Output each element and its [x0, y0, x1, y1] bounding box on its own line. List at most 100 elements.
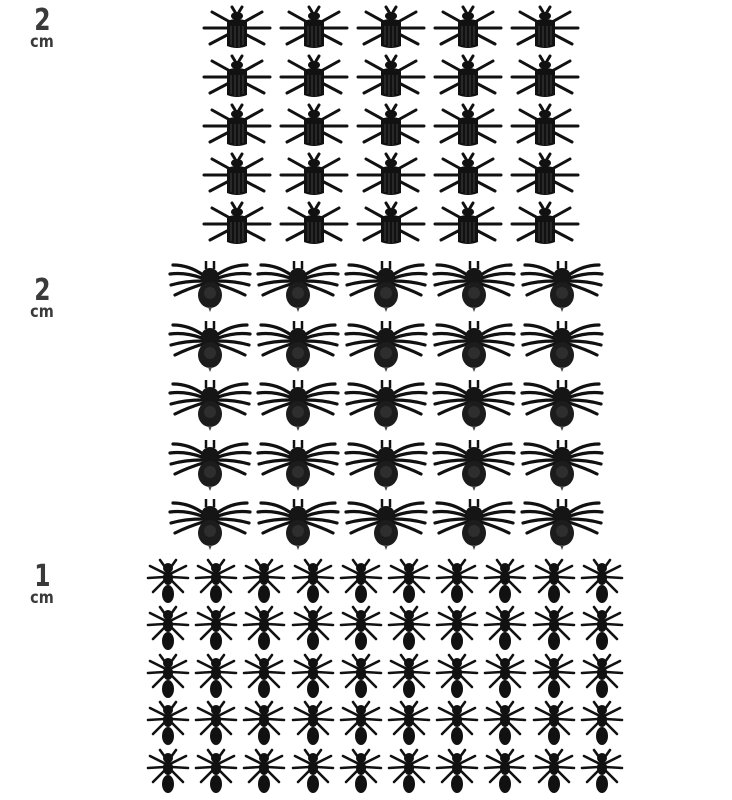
ant-icon: [192, 653, 240, 701]
ant-icon: [289, 700, 337, 749]
fly-icon: [506, 4, 583, 53]
spider-icon: [430, 494, 518, 554]
spider-icon: [166, 435, 254, 495]
spider-icon: [518, 435, 606, 495]
spider-icon: [518, 494, 606, 554]
ant-icon: [578, 653, 626, 701]
fly-icon: [352, 151, 429, 200]
spider-icon: [254, 256, 342, 316]
spider-icon: [430, 256, 518, 316]
size-unit: cm: [30, 302, 54, 322]
ant-icon: [433, 558, 481, 606]
fly-icon: [352, 102, 429, 151]
spider-icon: [254, 316, 342, 376]
fly-icon: [429, 4, 506, 53]
spider-icon: [430, 316, 518, 376]
spider-icon: [166, 256, 254, 316]
ant-icon: [240, 605, 288, 654]
ant-icon: [385, 748, 433, 796]
fly-icon: [429, 200, 506, 249]
size-number: 1: [34, 559, 50, 594]
spider-icon: [166, 494, 254, 554]
spider-icon: [518, 375, 606, 435]
fly-icon: [275, 151, 352, 200]
fly-icon: [506, 200, 583, 249]
ant-icon: [385, 558, 433, 606]
ant-icon: [192, 700, 240, 749]
ant-icon: [481, 700, 529, 749]
ant-icon: [578, 700, 626, 749]
ant-icon: [144, 605, 192, 654]
spider-icon: [342, 256, 430, 316]
ant-icon: [578, 605, 626, 654]
size-number: 2: [34, 273, 50, 308]
ant-icon: [337, 605, 385, 654]
spider-icon: [430, 375, 518, 435]
ant-icon: [433, 700, 481, 749]
ant-icon: [481, 558, 529, 606]
ant-icon: [385, 653, 433, 701]
fly-icon: [506, 151, 583, 200]
spider-icon: [342, 316, 430, 376]
spider-icon: [518, 316, 606, 376]
fly-icon: [429, 53, 506, 102]
ant-icon: [578, 748, 626, 796]
fly-icon: [198, 53, 275, 102]
ant-icon: [144, 558, 192, 606]
spider-icon: [254, 494, 342, 554]
spider-grid: [166, 256, 606, 554]
ant-icon: [240, 558, 288, 606]
ant-icon: [481, 748, 529, 796]
spider-icon: [342, 435, 430, 495]
spider-icon: [342, 494, 430, 554]
size-unit: cm: [30, 588, 54, 608]
size-label-spiders: 2 cm: [17, 276, 67, 321]
ant-icon: [192, 748, 240, 796]
ant-icon: [385, 700, 433, 749]
spider-icon: [430, 435, 518, 495]
fly-icon: [352, 53, 429, 102]
size-label-ants: 1 cm: [17, 562, 67, 607]
fly-icon: [506, 53, 583, 102]
ant-icon: [530, 558, 578, 606]
ant-icon: [240, 653, 288, 701]
ant-icon: [337, 653, 385, 701]
spider-icon: [254, 375, 342, 435]
spider-icon: [518, 256, 606, 316]
ant-icon: [530, 748, 578, 796]
ant-icon: [578, 558, 626, 606]
fly-icon: [275, 4, 352, 53]
fly-icon: [352, 4, 429, 53]
fly-icon: [198, 200, 275, 249]
ant-icon: [433, 748, 481, 796]
ant-icon: [481, 653, 529, 701]
ant-icon: [530, 605, 578, 654]
ant-icon: [337, 748, 385, 796]
fly-grid: [198, 4, 583, 249]
ant-icon: [240, 748, 288, 796]
ant-icon: [433, 653, 481, 701]
fly-icon: [198, 102, 275, 151]
fly-icon: [275, 102, 352, 151]
fly-icon: [198, 151, 275, 200]
ant-icon: [433, 605, 481, 654]
fly-icon: [506, 102, 583, 151]
spider-icon: [254, 435, 342, 495]
ant-icon: [481, 605, 529, 654]
ant-grid: [144, 558, 626, 796]
ant-icon: [337, 558, 385, 606]
fly-icon: [429, 102, 506, 151]
size-number: 2: [34, 3, 50, 38]
spider-icon: [166, 316, 254, 376]
spider-icon: [166, 375, 254, 435]
ant-icon: [337, 700, 385, 749]
ant-icon: [192, 605, 240, 654]
fly-icon: [275, 53, 352, 102]
ant-icon: [289, 653, 337, 701]
size-label-flies: 2 cm: [17, 6, 67, 51]
fly-icon: [275, 200, 352, 249]
fly-icon: [429, 151, 506, 200]
ant-icon: [192, 558, 240, 606]
ant-icon: [289, 558, 337, 606]
ant-icon: [289, 605, 337, 654]
